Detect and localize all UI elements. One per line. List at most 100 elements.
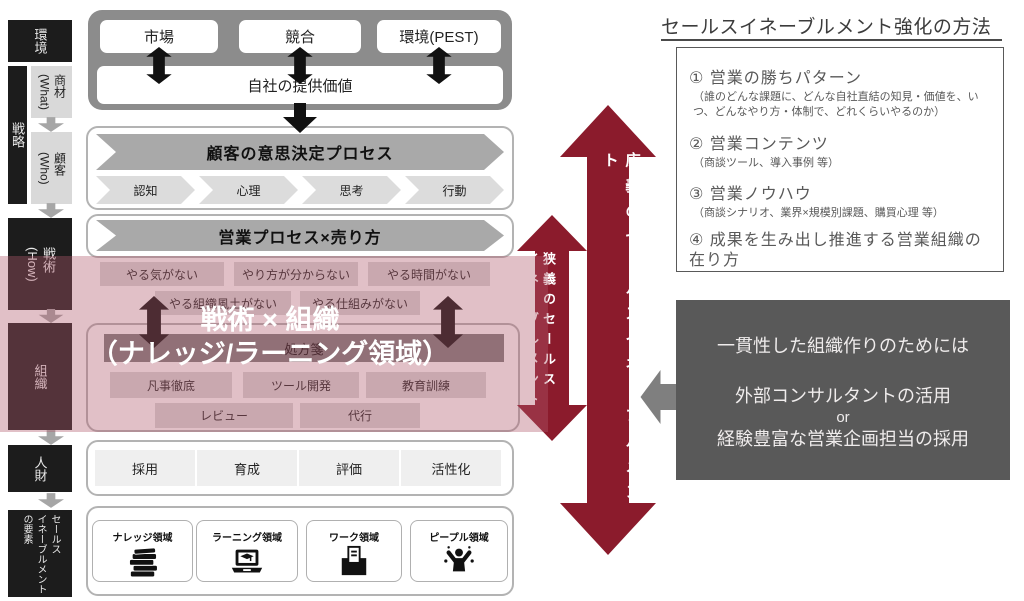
right-panel-title: セールスイネーブルメント強化の方法: [661, 17, 992, 38]
sales-process-banner-label: 営業プロセス×売り方: [218, 229, 382, 247]
method-item-1: ① 営業の勝ちパターン （誰のどんな課題に、どんな自社直結の知見・価値を、いつ、…: [689, 64, 991, 121]
laptop-learning-icon: [231, 549, 263, 573]
issue-box: やる気がない: [100, 262, 224, 286]
issue-label: やる気がない: [125, 267, 198, 282]
method-heading: 営業の勝ちパターン: [709, 70, 862, 87]
axis-talent-label: 人財: [32, 455, 48, 482]
method-item-2: ② 営業コンテンツ （商談ツール、導入事例 等）: [689, 130, 991, 171]
gray-down-arrow-icon: [38, 309, 64, 323]
prescription-box: 教育訓練: [366, 372, 486, 398]
axis-who-box: 顧客 (Who): [31, 132, 72, 204]
method-note: （商談ツール、導入事例 等）: [693, 156, 840, 169]
advice-line2: 外部コンサルタントの活用: [735, 386, 951, 407]
decision-step-thinking: 思考: [302, 176, 401, 204]
black-double-arrow-icon: [426, 47, 452, 84]
method-item-4: ④ 成果を生み出し推進する営業組織の在り方: [689, 231, 991, 273]
axis-tactics-label: 戦術 (How): [25, 246, 56, 282]
sales-process-banner: 営業プロセス×売り方: [96, 220, 504, 251]
people-icon: [444, 546, 474, 572]
consistency-advice-box: 一貫性した組織作りのためには 外部コンサルタントの活用 or 経験豊富な営業企画…: [676, 300, 1010, 480]
axis-what-label: 商材 (What): [37, 74, 67, 110]
domain-knowledge-box: ナレッジ領域: [92, 520, 193, 582]
gray-left-arrow-icon: [640, 370, 677, 424]
black-double-arrow-icon: [146, 47, 172, 84]
decision-step-label: 行動: [442, 183, 467, 198]
axis-environment-label: 環境: [32, 28, 48, 54]
prescription-label: 凡事徹底: [146, 378, 195, 393]
axis-environment: 環境: [8, 20, 72, 62]
advice-line3: or: [836, 408, 850, 426]
prescription-banner-label: 処方箋: [284, 341, 324, 357]
hr-label: 評価: [335, 461, 362, 477]
prescription-label: 教育訓練: [401, 378, 450, 393]
axis-what-box: 商材 (What): [31, 66, 72, 118]
decision-step-label: 認知: [133, 183, 158, 198]
method-number: ②: [689, 135, 705, 153]
focus-overlay-line1: 戦術 × 組織: [200, 305, 340, 335]
method-heading: 成果を生み出し推進する営業組織の在り方: [689, 231, 982, 270]
axis-talent-box: 人財: [8, 445, 72, 492]
focus-overlay-text: 戦術 × 組織 （ナレッジ/ラーニング領域）: [0, 303, 540, 371]
narrow-enablement-label: 狭義のセールス イネーブルメント: [524, 252, 556, 412]
domain-label: ラーニング領域: [212, 533, 282, 544]
advice-line1: 一貫性した組織作りのためには: [717, 336, 969, 356]
broad-enablement-label: 広義のセールスイネーブルメント: [601, 152, 640, 509]
black-double-arrow-icon: [433, 296, 463, 348]
prescription-box: レビュー: [155, 403, 293, 428]
method-heading: 営業コンテンツ: [709, 135, 829, 153]
prescription-box: 代行: [300, 403, 420, 428]
hr-label: 活性化: [431, 461, 471, 477]
issue-label: やり方が分からない: [241, 267, 350, 282]
prescription-box: 凡事徹底: [110, 372, 232, 398]
axis-strategy-label: 戦略: [10, 122, 25, 148]
issue-box: やる組織風土がない: [155, 291, 291, 315]
right-panel-title-underline: [661, 39, 1002, 41]
decision-process-banner: 顧客の意思決定プロセス: [96, 134, 504, 170]
broad-enablement-arrow: [560, 105, 656, 555]
black-down-arrow-icon: [283, 103, 317, 133]
prescription-box: ツール開発: [243, 372, 359, 398]
decision-step-action: 行動: [405, 176, 504, 204]
advice-line4: 経験豊富な営業企画担当の採用: [717, 428, 969, 449]
method-heading: 営業ノウハウ: [709, 186, 812, 204]
issue-box: やる時間がない: [368, 262, 490, 286]
gray-down-arrow-icon: [38, 430, 64, 445]
environment-pest-label: 環境(PEST): [399, 29, 479, 46]
hr-label: 育成: [233, 461, 260, 477]
competition-label: 競合: [284, 29, 315, 46]
own-value-label: 自社の提供価値: [247, 77, 353, 95]
gray-down-arrow-icon: [38, 493, 64, 508]
axis-enablement-elements-label: セールス イネーブルメント の要素: [21, 513, 60, 594]
domain-learning-box: ラーニング領域: [196, 520, 298, 582]
hr-box: 活性化: [401, 450, 501, 486]
prescription-label: 代行: [347, 409, 372, 423]
method-number: ③: [689, 186, 705, 204]
books-icon: [128, 547, 158, 578]
axis-organization-box: 組織: [8, 323, 72, 430]
prescription-label: レビュー: [199, 409, 248, 423]
hr-box: 育成: [197, 450, 297, 486]
method-note: （商談シナリオ、業界×規模別課題、購買心理 等）: [693, 207, 944, 220]
domain-work-box: ワーク領域: [306, 520, 402, 582]
method-note: （誰のどんな課題に、どんな自社直結の知見・価値を、いつ、どんなやり方・体制で、ど…: [693, 91, 979, 119]
domain-label: ワーク領域: [329, 533, 379, 544]
market-label: 市場: [143, 29, 174, 46]
issue-box: やる仕組みがない: [300, 291, 420, 315]
method-item-3: ③ 営業ノウハウ （商談シナリオ、業界×規模別課題、購買心理 等）: [689, 180, 991, 221]
decision-step-label: 思考: [339, 183, 364, 198]
prescription-label: ツール開発: [270, 378, 331, 393]
domain-label: ピープル領域: [429, 533, 489, 544]
narrow-enablement-arrow: [517, 215, 587, 441]
issue-box: やり方が分からない: [234, 262, 358, 286]
focus-overlay: 戦術 × 組織 （ナレッジ/ラーニング領域）: [0, 256, 548, 432]
hr-box: 採用: [95, 450, 195, 486]
method-number: ④: [689, 231, 705, 249]
hr-label: 採用: [131, 461, 158, 477]
axis-who-label: 顧客 (Who): [37, 151, 67, 185]
prescription-banner: 処方箋: [104, 334, 504, 362]
decision-step-label: 心理: [236, 183, 261, 198]
axis-organization-label: 組織: [32, 363, 48, 390]
domain-label: ナレッジ領域: [112, 533, 173, 544]
issue-label: やる組織風土がない: [168, 296, 277, 311]
axis-enablement-elements-box: セールス イネーブルメント の要素: [8, 510, 72, 597]
